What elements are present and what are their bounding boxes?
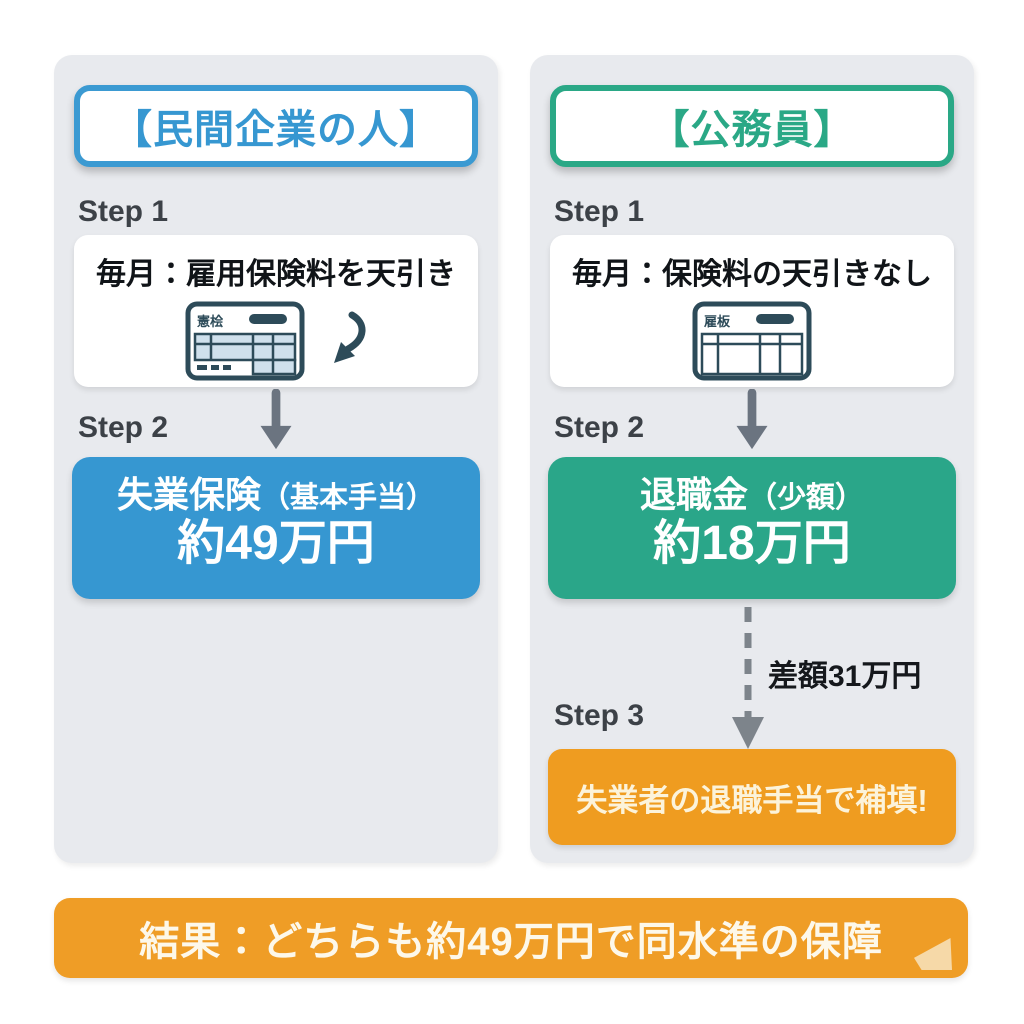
corner-swoosh-icon: [914, 938, 952, 970]
payslip-icon-label: 雇板: [704, 314, 731, 329]
public-step3-box: 失業者の退職手当で補填!: [548, 749, 956, 845]
column-private-sector: 【民間企業の人】 Step 1 毎月：雇用保険料を天引き 憲桧: [54, 55, 498, 863]
private-benefit-sub: （基本手当）: [261, 482, 436, 514]
down-arrow-icon: [260, 389, 292, 450]
private-sector-header: 【民間企業の人】: [74, 85, 478, 167]
private-benefit-box: 失業保険（基本手当） 約49万円: [72, 457, 480, 599]
curved-arrow-icon: [334, 311, 366, 363]
public-benefit-main: 退職金: [639, 474, 748, 515]
private-step2-label: Step 2: [78, 411, 169, 444]
public-step1-label: Step 1: [554, 195, 645, 228]
private-step1-label: Step 1: [78, 195, 169, 228]
public-benefit-amount: 約18万円: [653, 516, 851, 570]
public-step3-label: Step 3: [554, 699, 645, 732]
private-payslip-row: 憲桧: [74, 301, 478, 381]
private-step1-text: 毎月：雇用保険料を天引き: [96, 258, 456, 291]
public-benefit-title: 退職金（少額）: [548, 475, 956, 515]
payslip-icon: 雇板: [692, 301, 812, 381]
public-step1-text: 毎月：保険料の天引きなし: [572, 258, 932, 291]
public-step1-card: 毎月：保険料の天引きなし 雇板: [550, 235, 954, 387]
public-benefit-sub: （少額）: [748, 482, 865, 514]
public-benefit-box: 退職金（少額） 約18万円: [548, 457, 956, 599]
payslip-icon-label: 憲桧: [197, 314, 224, 329]
result-banner-text: 結果：どちらも約49万円で同水準の保障: [139, 920, 883, 964]
dashed-down-arrow-icon: [732, 607, 764, 749]
private-benefit-amount: 約49万円: [177, 516, 375, 570]
civil-servant-header: 【公務員】: [550, 85, 954, 167]
private-step1-card: 毎月：雇用保険料を天引き 憲桧: [74, 235, 478, 387]
down-arrow-icon: [736, 389, 768, 450]
public-step2-label: Step 2: [554, 411, 645, 444]
public-payslip-row: 雇板: [550, 301, 954, 381]
private-benefit-title: 失業保険（基本手当）: [72, 475, 480, 515]
difference-label: 差額31万円: [768, 660, 922, 693]
column-civil-servant: 【公務員】 Step 1 毎月：保険料の天引きなし 雇板: [530, 55, 974, 863]
payslip-icon: 憲桧: [185, 301, 305, 381]
result-banner: 結果：どちらも約49万円で同水準の保障: [54, 898, 968, 978]
private-benefit-main: 失業保険: [116, 474, 261, 515]
